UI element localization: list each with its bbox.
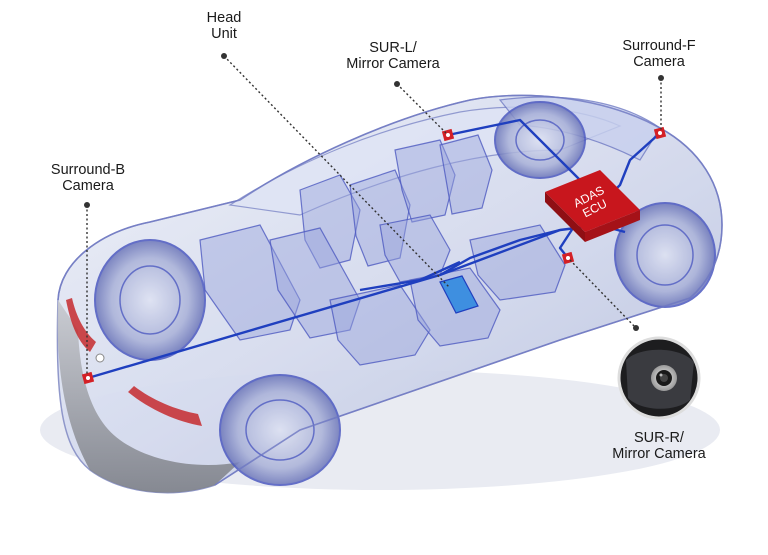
rear-badge — [95, 353, 105, 363]
wiring — [87, 118, 661, 380]
wheel-rear-left — [94, 239, 206, 361]
tail-light-left — [66, 298, 96, 352]
head-unit-module — [439, 275, 479, 314]
body-outline — [57, 94, 723, 486]
label-surround-b-line1: Surround-B — [50, 162, 126, 178]
label-surround-f-line1: Surround-F — [622, 38, 696, 54]
label-sur-l-mirror-camera: SUR-L/ Mirror Camera — [328, 40, 458, 72]
label-head-unit-line1: Head — [206, 10, 242, 26]
label-sur-r-mirror-camera: SUR-R/ Mirror Camera — [594, 430, 724, 462]
rear-bumper — [57, 300, 240, 493]
label-head-unit: Head Unit — [196, 10, 252, 42]
wheel-rear-right — [219, 374, 341, 486]
wheel-front-right — [614, 202, 716, 308]
label-sur-r-line2: Mirror Camera — [612, 446, 706, 462]
label-surround-b-camera: Surround-B Camera — [28, 162, 148, 194]
leader-lines — [86, 55, 662, 376]
label-sur-r-line1: SUR-R/ — [634, 430, 684, 446]
leader-dots — [84, 53, 664, 331]
label-sur-l-line2: Mirror Camera — [346, 56, 440, 72]
label-surround-b-line2: Camera — [62, 178, 114, 194]
label-surround-f-line2: Camera — [633, 54, 685, 70]
adas-ecu-box: ADAS ECU — [545, 170, 640, 242]
camera-icon — [617, 336, 701, 420]
tail-light-right — [128, 386, 202, 426]
label-sur-l-line1: SUR-L/ — [369, 40, 417, 56]
label-head-unit-line2: Unit — [211, 26, 237, 42]
label-surround-f-camera: Surround-F Camera — [604, 38, 714, 70]
